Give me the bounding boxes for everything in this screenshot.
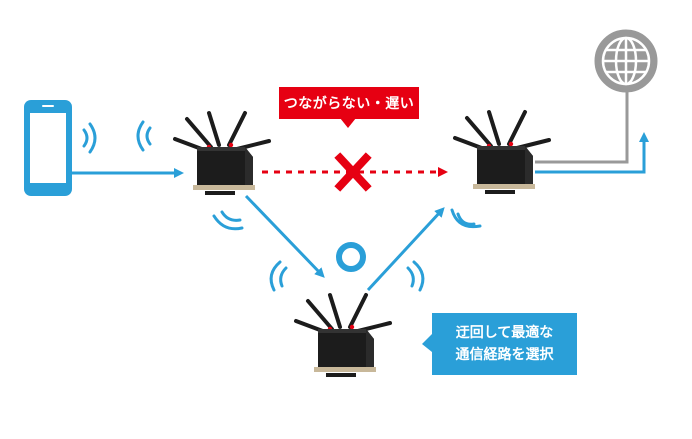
circle-mark-icon: [336, 242, 366, 272]
wifi-waves-icon: [269, 260, 288, 292]
reroute-label-line1: 迂回して最適な: [455, 325, 554, 341]
wifi-waves-icon: [136, 120, 152, 152]
router-icon: [453, 110, 551, 196]
router-icon: [294, 293, 392, 379]
failed-link-callout: つながらない・遅い: [279, 87, 419, 119]
wifi-waves-icon: [450, 208, 482, 229]
wifi-waves-icon: [82, 122, 97, 154]
callout-pointer-red: [340, 118, 356, 128]
globe-icon: [594, 29, 658, 93]
callout-pointer-blue: [422, 334, 432, 352]
wifi-waves-icon: [212, 210, 244, 231]
failed-link-label: つながらない・遅い: [283, 96, 415, 112]
reroute-label-line2: 通信経路を選択: [455, 347, 554, 363]
reroute-arrow-up: [366, 207, 445, 292]
router-icon: [173, 111, 271, 197]
internet-blue-arrow: [535, 132, 649, 174]
reroute-arrow-down: [244, 194, 325, 278]
smartphone-icon: [24, 100, 72, 196]
reroute-callout: 迂回して最適な 通信経路を選択: [432, 313, 577, 375]
wifi-waves-icon: [406, 260, 425, 292]
internet-gray-line: [535, 90, 629, 164]
cross-mark-icon: [334, 152, 372, 192]
